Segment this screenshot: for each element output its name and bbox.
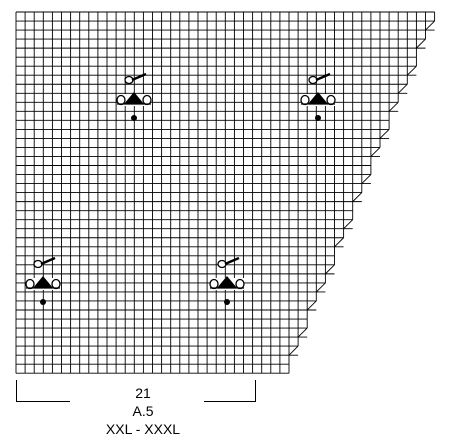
- cable-symbol-1: [116, 72, 152, 121]
- grid-edge-line: [425, 20, 435, 31]
- grid-edge-line: [288, 345, 299, 356]
- bracket: [16, 380, 256, 402]
- grid-edge-line: [370, 147, 381, 157]
- size-label: XXL - XXXL: [105, 421, 181, 437]
- cable-symbol-2: [300, 72, 336, 121]
- cable-symbol-4: [209, 256, 245, 305]
- chart-symbols: [25, 72, 336, 305]
- cable-symbol-3: [25, 256, 61, 305]
- grid-edge-line: [325, 264, 335, 275]
- grid-edge-line: [297, 327, 308, 338]
- grid-edge-line: [406, 65, 417, 76]
- stitch-count-label: 21: [135, 385, 151, 401]
- grid-edge-line: [361, 174, 372, 184]
- chart-name-label: A.5: [132, 403, 154, 419]
- grid-edge-line: [397, 83, 408, 94]
- grid-edge-line: [388, 101, 399, 112]
- grid-edge-line: [334, 237, 344, 248]
- grid-edge-line: [306, 300, 317, 311]
- grid-edge-line: [315, 282, 326, 293]
- chart-grid: [15, 11, 436, 374]
- grid-edge-line: [416, 38, 426, 49]
- grid-edge-line: [379, 129, 390, 139]
- grid-edge-line: [343, 219, 354, 230]
- grid-edge-line: [352, 192, 363, 202]
